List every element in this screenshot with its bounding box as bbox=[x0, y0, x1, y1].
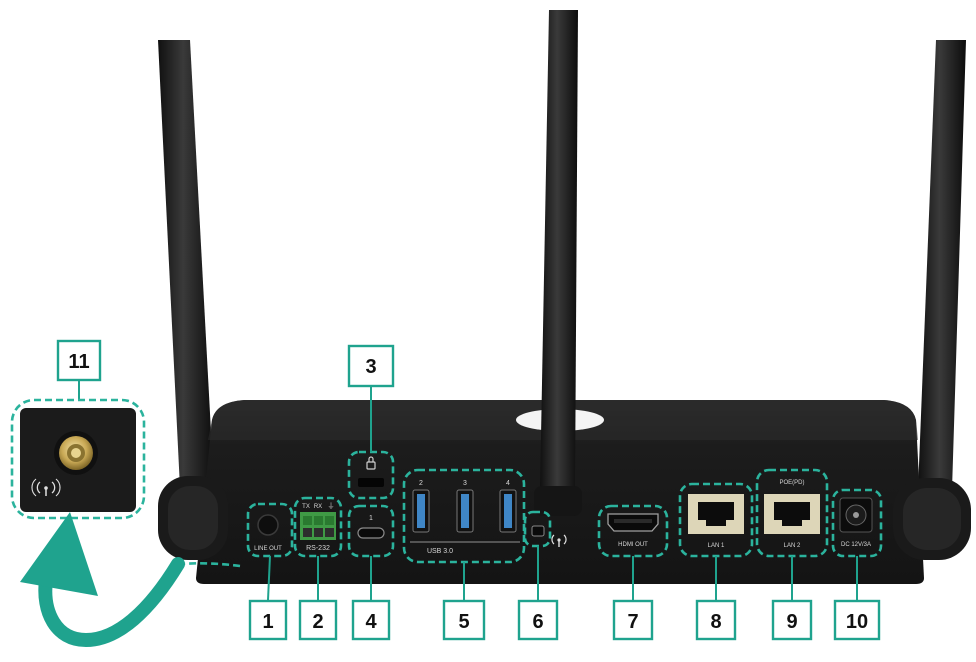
usb-c-number: 1 bbox=[369, 515, 373, 522]
lan1-port bbox=[688, 494, 744, 534]
rs232-pin-ground: ⏚ bbox=[328, 502, 335, 510]
callout-1-number: 1 bbox=[262, 611, 273, 633]
usb-port-3 bbox=[456, 489, 474, 533]
antenna-center bbox=[534, 10, 582, 516]
callout-7-number: 7 bbox=[627, 611, 638, 633]
callout-11: 11 bbox=[56, 339, 102, 382]
callout-10-number: 10 bbox=[846, 611, 868, 633]
antenna-left bbox=[158, 40, 214, 488]
callout-7: 7 bbox=[612, 599, 654, 641]
usb-port-2 bbox=[412, 489, 430, 533]
highlight-10 bbox=[831, 488, 883, 558]
inset-link-line bbox=[179, 562, 241, 568]
line-out-jack bbox=[257, 514, 279, 536]
curved-arrow bbox=[20, 512, 185, 648]
antenna-right-base bbox=[893, 478, 971, 560]
dc-power-jack bbox=[839, 497, 873, 533]
hdmi-out-label: HDMI OUT bbox=[618, 542, 648, 548]
callout-5: 5 bbox=[442, 599, 486, 641]
poe-label: POE(PD) bbox=[779, 480, 804, 486]
lan2-label: LAN 2 bbox=[784, 543, 801, 549]
highlight-2 bbox=[293, 496, 343, 558]
callout-9: 9 bbox=[771, 599, 813, 641]
usb-port-4 bbox=[499, 489, 517, 533]
callout-3: 3 bbox=[347, 344, 395, 388]
callout-4-number: 4 bbox=[365, 611, 377, 633]
callout-2: 2 bbox=[298, 599, 338, 641]
hdmi-out-port bbox=[607, 513, 659, 532]
callout-4: 4 bbox=[351, 599, 391, 641]
wifi-button bbox=[531, 525, 545, 537]
callout-6: 6 bbox=[517, 599, 559, 641]
callout-8-number: 8 bbox=[710, 611, 721, 633]
rs232-label: RS-232 bbox=[306, 545, 330, 552]
highlight-7 bbox=[597, 504, 669, 558]
antenna-signal-icon bbox=[551, 534, 567, 547]
callout-5-number: 5 bbox=[458, 611, 469, 633]
sma-connector-inset bbox=[10, 398, 146, 520]
leader-1 bbox=[267, 555, 271, 601]
highlight-4 bbox=[347, 504, 395, 558]
callout-6-number: 6 bbox=[532, 611, 543, 633]
usb-c-port bbox=[357, 527, 385, 539]
callout-9-number: 9 bbox=[786, 611, 797, 633]
antenna-right bbox=[918, 40, 966, 490]
usb-number-2: 2 bbox=[419, 480, 423, 487]
lan2-port bbox=[764, 494, 820, 534]
kensington-lock-slot bbox=[358, 478, 384, 487]
sma-connector-icon bbox=[54, 431, 98, 475]
usb-number-3: 3 bbox=[463, 480, 467, 487]
dc-label: DC 12V/3A bbox=[841, 542, 871, 548]
rs232-pin-tx: TX bbox=[302, 504, 310, 510]
rs232-pin-rx: RX bbox=[314, 504, 322, 510]
lock-icon bbox=[366, 456, 376, 470]
usb-number-4: 4 bbox=[506, 480, 510, 487]
callout-8: 8 bbox=[695, 599, 737, 641]
callout-3-number: 3 bbox=[365, 356, 376, 378]
callout-2-number: 2 bbox=[312, 611, 323, 633]
antenna-left-base bbox=[158, 476, 228, 560]
rs232-terminal bbox=[300, 512, 336, 540]
callout-10: 10 bbox=[833, 599, 881, 641]
lan1-label: LAN 1 bbox=[708, 543, 725, 549]
usb-group-label: USB 3.0 bbox=[427, 548, 453, 555]
line-out-label: LINE OUT bbox=[254, 546, 282, 552]
callout-1: 1 bbox=[248, 599, 288, 641]
antenna-signal-icon bbox=[31, 478, 61, 497]
callout-11-number: 11 bbox=[68, 351, 89, 373]
